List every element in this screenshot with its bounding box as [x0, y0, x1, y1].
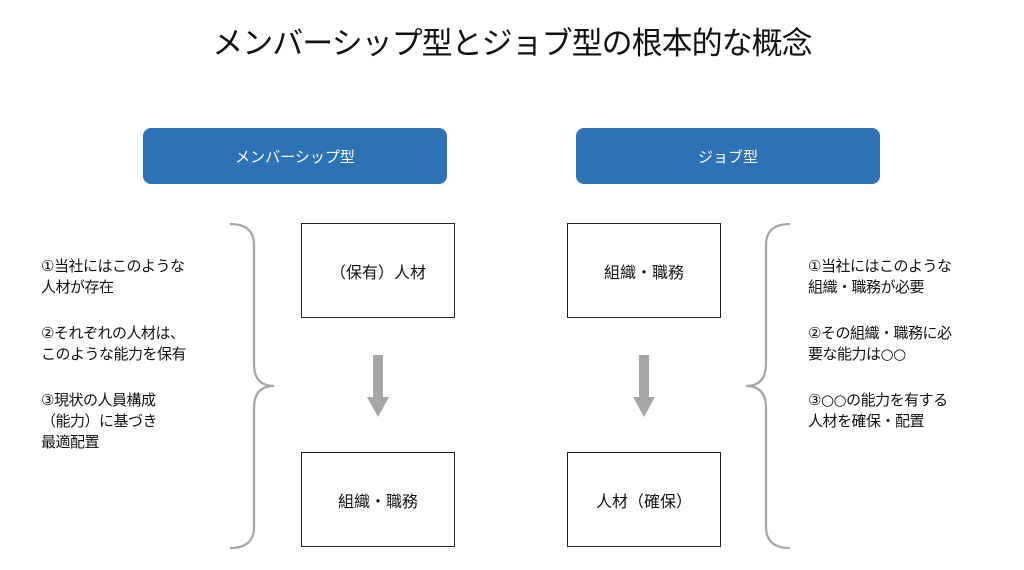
membership-top-box: （保有）人材 [301, 223, 455, 318]
left-brace-icon [745, 223, 791, 549]
down-arrow-icon [367, 355, 389, 417]
membership-bottom-box: 組織・職務 [301, 452, 455, 547]
job-note-3: ③○○の能力を有する 人材を確保・配置 [808, 391, 948, 430]
job-top-box: 組織・職務 [567, 223, 721, 318]
page-title: メンバーシップ型とジョブ型の根本的な概念 [212, 26, 812, 62]
job-note-2: ②その組織・職務に必 要な能力は○○ [808, 324, 952, 363]
membership-notes: ①当社にはこのような 人材が存在 ②それぞれの人材は、 このような能力を保有 ③… [41, 256, 187, 478]
membership-note-1: ①当社にはこのような 人材が存在 [41, 257, 185, 296]
job-header: ジョブ型 [576, 128, 880, 184]
membership-header: メンバーシップ型 [143, 128, 447, 184]
job-note-1: ①当社にはこのような 組織・職務が必要 [808, 257, 952, 296]
membership-note-3: ③現状の人員構成 （能力）に基づき 最適配置 [41, 391, 158, 451]
down-arrow-icon [633, 355, 655, 417]
membership-note-2: ②それぞれの人材は、 このような能力を保有 [41, 324, 187, 363]
right-brace-icon [229, 223, 275, 549]
job-notes: ①当社にはこのような 組織・職務が必要 ②その組織・職務に必 要な能力は○○ ③… [808, 256, 952, 457]
job-bottom-box: 人材（確保） [567, 452, 721, 547]
